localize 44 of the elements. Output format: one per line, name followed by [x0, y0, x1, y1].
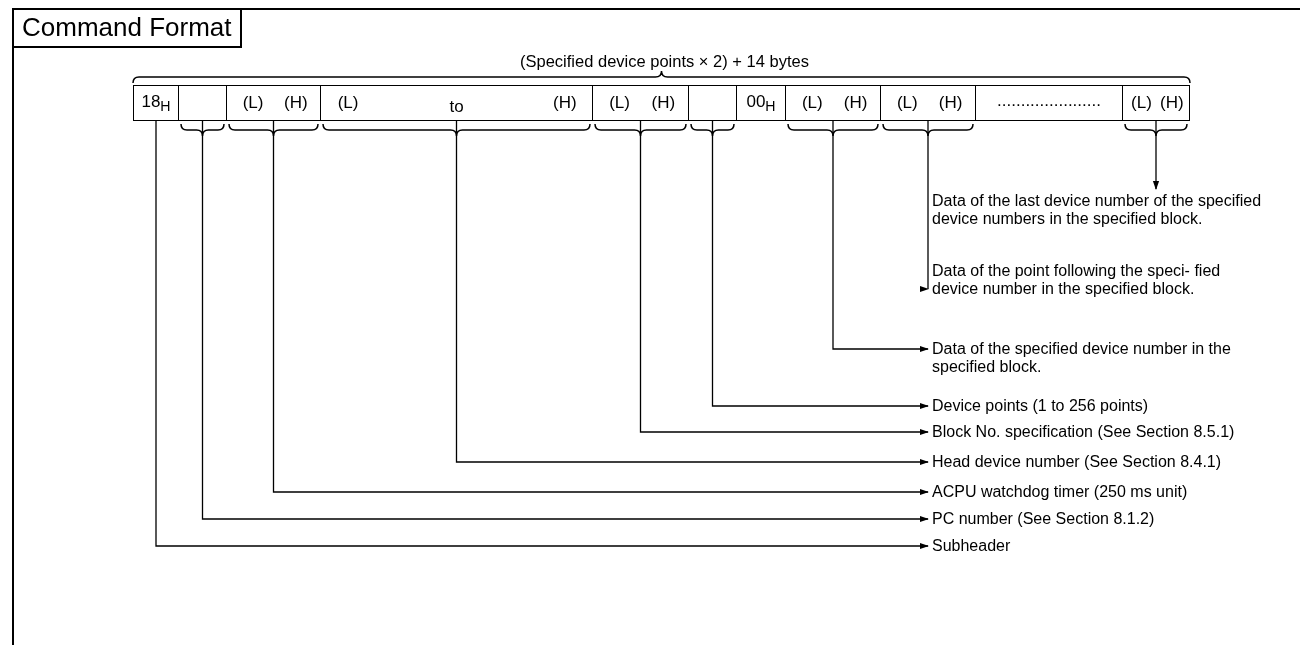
- byte-field: [785, 85, 881, 121]
- leader-arrow: [455, 120, 929, 466]
- byte-label: (L): [1131, 93, 1152, 113]
- byte-label: to: [449, 97, 464, 118]
- hex-value: 00$_{H}$: [746, 91, 776, 115]
- section-title: Command Format: [12, 8, 242, 48]
- dimension-label: (Specified device points × 2) + 14 bytes: [520, 52, 809, 71]
- leader-arrow: [272, 120, 929, 496]
- description-text: Device points (1 to 256 points): [932, 397, 1262, 415]
- description-text: Subheader: [932, 537, 1262, 555]
- byte-field: [736, 85, 786, 121]
- byte-field: [133, 85, 179, 121]
- description-text: ACPU watchdog timer (250 ms unit): [932, 483, 1262, 501]
- byte-label: (H): [938, 93, 963, 113]
- byte-label: (L): [896, 93, 918, 113]
- byte-field: [880, 85, 976, 121]
- byte-field: [226, 85, 321, 121]
- leader-arrow: [832, 120, 929, 353]
- byte-field: [592, 85, 689, 121]
- description-text: PC number (See Section 8.1.2): [932, 510, 1262, 528]
- byte-field: [178, 85, 227, 121]
- leader-arrow: [1152, 120, 1160, 190]
- description-text: Data of the last device number of the specified device numbers in the specified block.: [932, 192, 1262, 228]
- description-text: Data of the specified device number in the specified block.: [932, 340, 1262, 376]
- byte-label: (H): [1160, 93, 1184, 113]
- leader-arrow: [639, 120, 929, 436]
- byte-label: (H): [553, 93, 577, 113]
- byte-field: [688, 85, 737, 121]
- byte-label: (L): [609, 93, 630, 113]
- leader-arrow: [711, 120, 929, 410]
- byte-label: (H): [843, 93, 868, 113]
- byte-label: (L): [242, 93, 264, 113]
- dotted-filler: ......................: [997, 90, 1101, 111]
- description-text: Block No. specification (See Section 8.5.1): [932, 423, 1262, 441]
- byte-label: (H): [284, 93, 308, 113]
- description-text: Data of the point following the speci- fied device number in the specified block.: [932, 262, 1262, 298]
- description-text: Head device number (See Section 8.4.1): [932, 453, 1262, 471]
- byte-field: [1122, 85, 1190, 121]
- byte-label: (H): [651, 93, 676, 113]
- hex-value: 18$_{H}$: [141, 91, 171, 115]
- byte-field: [320, 85, 593, 121]
- byte-field: [975, 85, 1123, 121]
- byte-label: (L): [337, 93, 359, 113]
- byte-label: (L): [801, 93, 823, 113]
